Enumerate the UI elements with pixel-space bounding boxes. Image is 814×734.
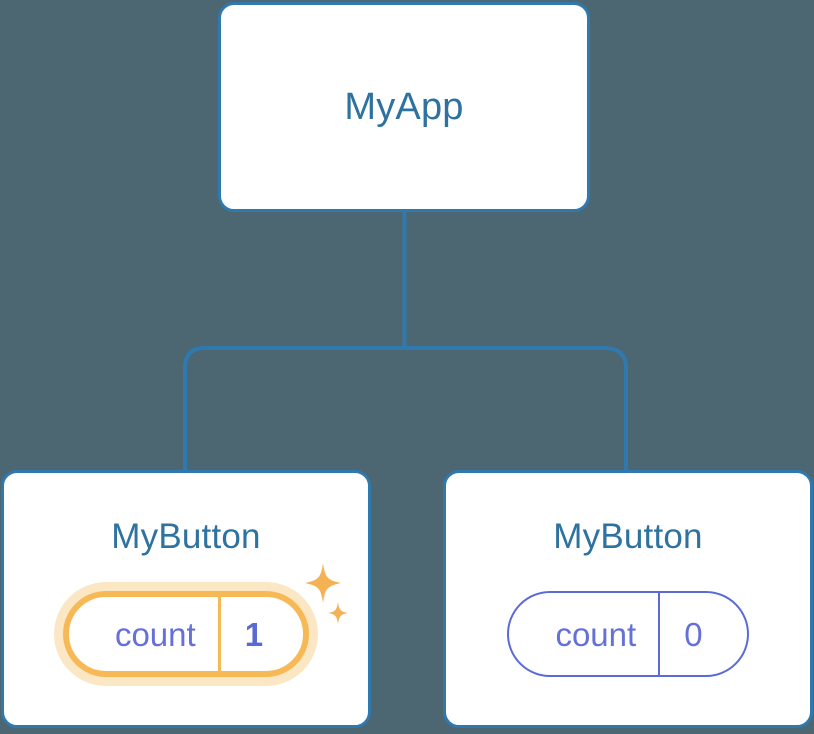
state-pill-1[interactable]: count 1: [62, 591, 310, 677]
state-pill-1-value: 1: [217, 597, 303, 671]
state-pill-holder-2: count 0: [507, 591, 749, 677]
node-mybutton-2[interactable]: MyButton count 0: [443, 470, 813, 728]
state-pill-wrap-2: count 0: [446, 591, 810, 677]
sparkle-small-icon: [328, 602, 349, 624]
node-mybutton-1[interactable]: MyButton count 1: [1, 470, 371, 728]
state-pill-1-key: count: [114, 615, 196, 653]
state-pill-holder-1: count 1: [62, 563, 349, 677]
state-pill-2[interactable]: count 0: [507, 591, 749, 677]
sparkle-large-icon: [305, 563, 342, 603]
node-myapp-title: MyApp: [344, 86, 464, 128]
node-myapp[interactable]: MyApp: [218, 2, 590, 212]
connector-bracket: [183, 346, 628, 470]
state-pill-2-value: 0: [658, 593, 746, 675]
node-mybutton-2-title: MyButton: [553, 517, 703, 556]
state-pill-wrap-1: count 1: [4, 563, 368, 677]
node-mybutton-1-title: MyButton: [111, 517, 261, 556]
state-pill-2-key: count: [555, 615, 637, 653]
